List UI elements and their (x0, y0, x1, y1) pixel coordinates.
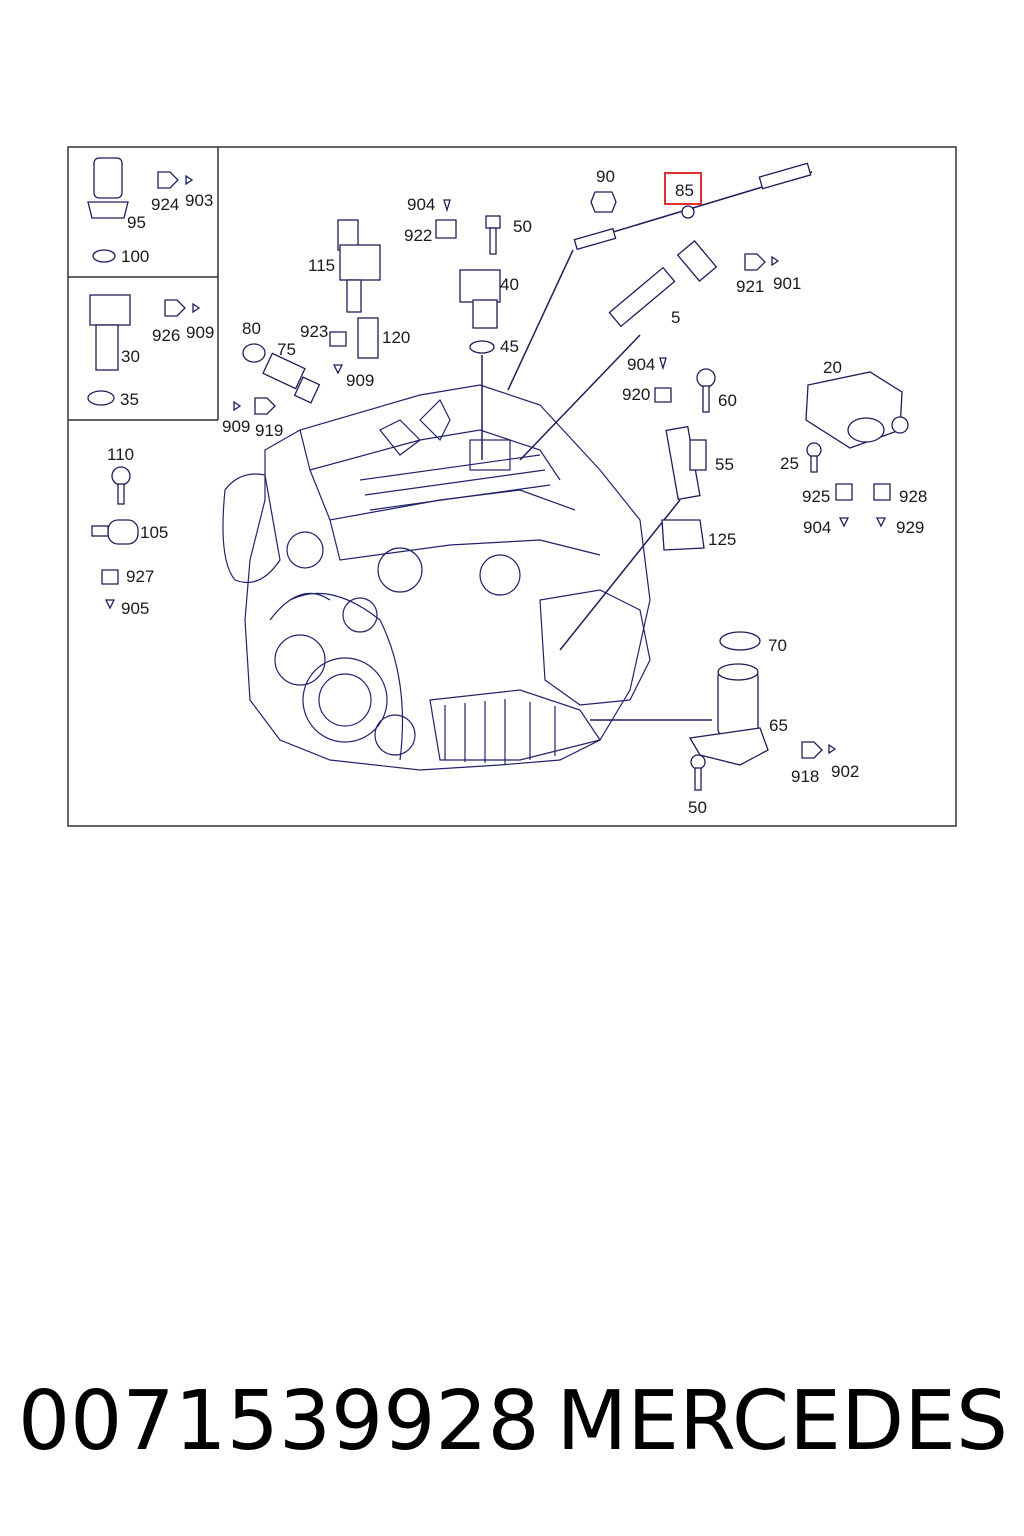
part-75-sensor (262, 352, 321, 404)
callout-105: 105 (140, 523, 168, 542)
part-110-bolt (111, 466, 131, 505)
callout-85: 85 (675, 181, 694, 200)
part-50-bolt (485, 215, 501, 255)
diagram-frame (67, 146, 957, 827)
callout-904: 904 (627, 355, 655, 374)
part-125-gasket (661, 519, 705, 551)
callout-904: 904 (407, 195, 435, 214)
callout-929: 929 (896, 518, 924, 537)
caption-bar: 0071539928 MERCEDES (18, 1366, 1008, 1476)
part-55-sensor (665, 425, 707, 501)
part-100-seal (92, 249, 116, 263)
part-45-o-ring (469, 340, 495, 354)
callout-901: 901 (773, 274, 801, 293)
callout-921: 921 (736, 277, 764, 296)
callout-919: 919 (255, 421, 283, 440)
part-95-sensor (87, 157, 129, 219)
callout-909: 909 (346, 371, 374, 390)
callout-909: 909 (186, 323, 214, 342)
callout-927: 927 (126, 567, 154, 586)
callout-90: 90 (596, 167, 615, 186)
callout-926: 926 (152, 326, 180, 345)
part-5-glow-plug (608, 239, 718, 328)
callout-918: 918 (791, 767, 819, 786)
callout-928: 928 (899, 487, 927, 506)
part-40-sensor (459, 269, 501, 329)
callout-5: 5 (671, 308, 680, 327)
part-25-bolt (806, 442, 822, 473)
connector-symbols (101, 171, 891, 759)
callout-30: 30 (121, 347, 140, 366)
callout-110: 110 (107, 445, 134, 464)
leader-lines (481, 249, 712, 721)
highlight-box-85 (664, 172, 702, 205)
callout-100: 100 (121, 247, 149, 266)
part-70-o-ring (719, 631, 761, 651)
callout-50: 50 (688, 798, 707, 817)
callout-65: 65 (769, 716, 788, 735)
callout-45: 45 (500, 337, 519, 356)
callout-40: 40 (500, 275, 519, 294)
callout-70: 70 (768, 636, 787, 655)
part-30-sensor (89, 294, 131, 371)
part-80-seal (242, 343, 266, 363)
part-60-bolt (696, 368, 716, 413)
callout-labels: 85 90 904 922 50 40 45 115 923 120 909 8… (107, 167, 927, 817)
callout-909: 909 (222, 417, 250, 436)
part-85-cable (573, 162, 813, 251)
callout-920: 920 (622, 385, 650, 404)
part-35-seal (87, 390, 115, 406)
part-65-sensor (688, 663, 769, 766)
callout-904: 904 (803, 518, 831, 537)
part-number: 0071539928 (18, 1373, 540, 1469)
callout-50: 50 (513, 217, 532, 236)
part-115-sensor (337, 219, 381, 313)
part-120-sleeve (357, 317, 379, 359)
callout-60: 60 (718, 391, 737, 410)
callout-35: 35 (120, 390, 139, 409)
part-90-nut (590, 191, 617, 213)
callout-925: 925 (802, 487, 830, 506)
callout-924: 924 (151, 195, 179, 214)
callout-902: 902 (831, 762, 859, 781)
callout-120: 120 (382, 328, 410, 347)
callout-922: 922 (404, 226, 432, 245)
part-105-sensor (91, 519, 139, 545)
brand-name: MERCEDES (556, 1373, 1008, 1469)
callout-20: 20 (823, 358, 842, 377)
callout-55: 55 (715, 455, 734, 474)
callout-95: 95 (127, 213, 146, 232)
part-50-bolt-lower (690, 754, 706, 791)
callout-923: 923 (300, 322, 328, 341)
callout-80: 80 (242, 319, 261, 338)
callout-25: 25 (780, 454, 799, 473)
callout-115: 115 (308, 256, 335, 275)
callout-75: 75 (277, 340, 296, 359)
callout-905: 905 (121, 599, 149, 618)
engine-illustration (222, 384, 651, 771)
callout-125: 125 (708, 530, 736, 549)
callout-903: 903 (185, 191, 213, 210)
part-20-control-unit (805, 371, 909, 449)
